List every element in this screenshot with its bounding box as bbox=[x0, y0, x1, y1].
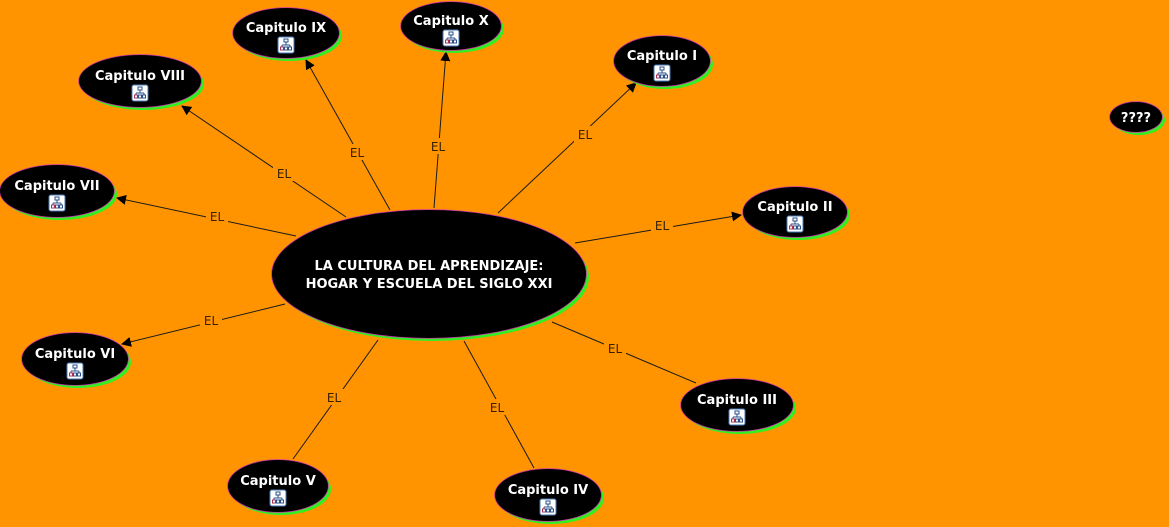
node-body bbox=[614, 36, 710, 86]
concept-node-label: Capitulo X bbox=[413, 14, 488, 29]
link-cap7[interactable]: EL bbox=[116, 194, 297, 237]
connector-line[interactable] bbox=[433, 51, 451, 209]
concept-node-label: Capitulo III bbox=[697, 393, 777, 408]
link-label-bg bbox=[273, 165, 295, 181]
concept-node-label: Capitulo IV bbox=[508, 483, 588, 498]
concept-map-icon[interactable] bbox=[66, 362, 84, 380]
node-body bbox=[495, 469, 601, 521]
link-cap10[interactable]: EL bbox=[427, 51, 451, 209]
concept-node-cap7[interactable]: Capitulo VII bbox=[0, 164, 117, 220]
link-label[interactable]: EL bbox=[350, 146, 365, 160]
edges-layer: EL EL EL EL EL EL EL EL EL EL bbox=[116, 51, 742, 469]
link-label[interactable]: EL bbox=[327, 391, 342, 405]
link-label-bg bbox=[486, 399, 508, 415]
concept-node-label: Capitulo VII bbox=[14, 179, 99, 194]
concept-node-cap8[interactable]: Capitulo VIII bbox=[78, 54, 204, 110]
concept-node-label: Capitulo V bbox=[240, 474, 316, 489]
link-cap5[interactable]: EL bbox=[292, 339, 379, 460]
node-body bbox=[0, 165, 114, 217]
concept-map-icon[interactable] bbox=[442, 29, 460, 47]
link-label[interactable]: EL bbox=[431, 140, 446, 154]
concept-node-label: Capitulo I bbox=[627, 49, 697, 64]
node-body bbox=[1110, 102, 1162, 132]
concept-node-label: Capitulo VI bbox=[35, 347, 115, 362]
connector-line[interactable] bbox=[181, 105, 347, 218]
link-label[interactable]: EL bbox=[210, 210, 225, 224]
link-label[interactable]: EL bbox=[578, 128, 593, 142]
node-body bbox=[681, 379, 793, 431]
concept-node-label: Capitulo IX bbox=[246, 21, 326, 36]
link-label-bg bbox=[200, 312, 222, 328]
concept-node-unknown[interactable]: ???? bbox=[1109, 101, 1165, 135]
central-title-line-2: HOGAR Y ESCUELA DEL SIGLO XXI bbox=[306, 277, 553, 292]
link-cap8[interactable]: EL bbox=[181, 105, 347, 218]
central-concept-node[interactable]: LA CULTURA DEL APRENDIZAJE: HOGAR Y ESCUE… bbox=[271, 209, 589, 341]
link-label-bg bbox=[604, 340, 626, 356]
link-label-bg bbox=[574, 126, 596, 142]
central-title-line-1: LA CULTURA DEL APRENDIZAJE: bbox=[315, 259, 544, 274]
link-label-bg bbox=[346, 144, 368, 160]
concept-map-icon[interactable] bbox=[277, 36, 295, 54]
concept-node-cap2[interactable]: Capitulo II bbox=[742, 186, 850, 240]
link-label[interactable]: EL bbox=[490, 401, 505, 415]
node-body bbox=[233, 8, 339, 58]
node-body bbox=[272, 210, 586, 338]
link-label[interactable]: EL bbox=[655, 219, 670, 233]
node-body bbox=[743, 187, 847, 237]
concept-map-icon[interactable] bbox=[653, 64, 671, 82]
link-label-bg bbox=[206, 208, 228, 224]
concept-node-cap1[interactable]: Capitulo I bbox=[613, 35, 713, 89]
link-cap3[interactable]: EL bbox=[551, 321, 697, 384]
concept-node-label: Capitulo VIII bbox=[95, 69, 185, 84]
concept-node-cap4[interactable]: Capitulo IV bbox=[494, 468, 604, 524]
concept-node-label: ???? bbox=[1121, 111, 1151, 126]
connector-line[interactable] bbox=[305, 59, 391, 211]
link-label[interactable]: EL bbox=[204, 314, 219, 328]
node-body bbox=[79, 55, 201, 107]
link-cap4[interactable]: EL bbox=[463, 340, 535, 469]
concept-map-icon[interactable] bbox=[131, 84, 149, 102]
link-label[interactable]: EL bbox=[608, 342, 623, 356]
link-label-bg bbox=[427, 138, 449, 154]
link-cap9[interactable]: EL bbox=[305, 59, 391, 211]
concept-node-label: Capitulo II bbox=[757, 200, 832, 215]
concept-map-icon[interactable] bbox=[539, 498, 557, 516]
concept-map-icon[interactable] bbox=[269, 489, 287, 507]
link-label-bg bbox=[323, 389, 345, 405]
concept-map-icon[interactable] bbox=[48, 194, 66, 212]
concept-node-cap3[interactable]: Capitulo III bbox=[680, 378, 796, 434]
concept-node-cap10[interactable]: Capitulo X bbox=[400, 1, 504, 53]
concept-map-icon[interactable] bbox=[728, 408, 746, 426]
link-label-bg bbox=[651, 217, 673, 233]
link-cap2[interactable]: EL bbox=[574, 211, 742, 244]
concept-node-cap5[interactable]: Capitulo V bbox=[227, 459, 331, 515]
node-body bbox=[401, 2, 501, 50]
link-cap6[interactable]: EL bbox=[121, 303, 286, 347]
node-body bbox=[228, 460, 328, 512]
link-cap1[interactable]: EL bbox=[497, 82, 637, 214]
connector-line[interactable] bbox=[497, 82, 637, 214]
concept-map-icon[interactable] bbox=[786, 215, 804, 233]
concept-node-cap6[interactable]: Capitulo VI bbox=[21, 332, 131, 388]
node-body bbox=[22, 333, 128, 385]
link-label[interactable]: EL bbox=[277, 167, 292, 181]
concept-node-cap9[interactable]: Capitulo IX bbox=[232, 7, 342, 61]
